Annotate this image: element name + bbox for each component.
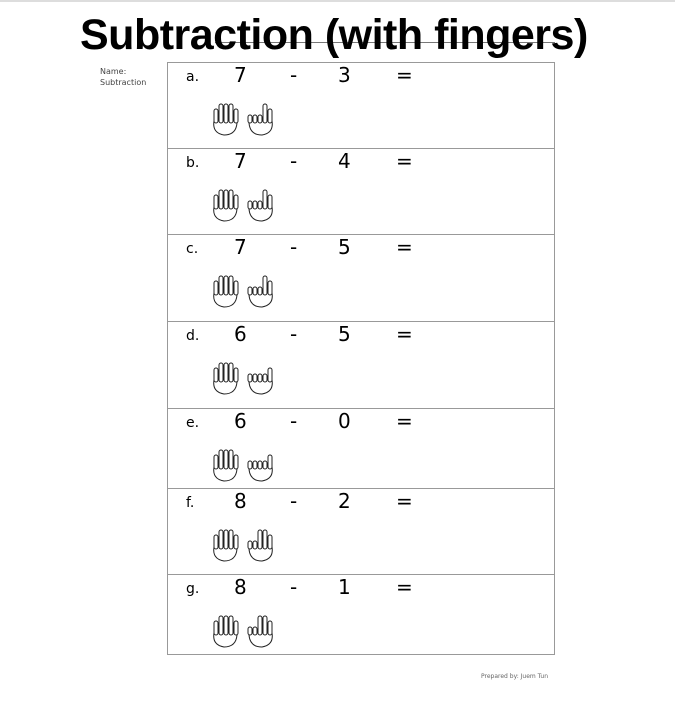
minus-sign: -	[290, 63, 298, 87]
minuend: 8	[234, 575, 247, 599]
minus-sign: -	[290, 575, 298, 599]
equals-sign: =	[396, 63, 413, 87]
minuend: 8	[234, 489, 247, 513]
page-title: Subtraction (with fingers)	[80, 11, 588, 59]
problem-row: d. 6 - 5 =	[168, 322, 554, 409]
problem-row: g. 8 - 1 =	[168, 575, 554, 654]
problem-letter: b.	[186, 155, 200, 171]
subtrahend: 0	[338, 409, 351, 433]
minus-sign: -	[290, 322, 298, 346]
hands-icon	[213, 189, 273, 222]
problem-letter: d.	[186, 328, 200, 344]
problem-row: a. 7 - 3 =	[168, 63, 554, 149]
subtitle: Subtraction	[100, 78, 147, 87]
equals-sign: =	[396, 489, 413, 513]
subtrahend: 5	[338, 322, 351, 346]
minuend: 6	[234, 409, 247, 433]
hands-icon	[213, 362, 273, 395]
problem-letter: a.	[186, 69, 200, 85]
hands-icon	[213, 449, 273, 482]
name-line	[215, 42, 555, 43]
problem-row: e. 6 - 0 =	[168, 409, 554, 489]
problem-row: b. 7 - 4 =	[168, 149, 554, 235]
hands-icon	[213, 615, 273, 648]
minuend: 6	[234, 322, 247, 346]
hands-icon	[213, 103, 273, 136]
equals-sign: =	[396, 575, 413, 599]
minuend: 7	[234, 149, 247, 173]
problem-letter: c.	[186, 241, 199, 257]
subtrahend: 2	[338, 489, 351, 513]
equals-sign: =	[396, 149, 413, 173]
equals-sign: =	[396, 409, 413, 433]
problem-letter: g.	[186, 581, 200, 597]
problem-letter: f.	[186, 495, 195, 511]
subtrahend: 5	[338, 235, 351, 259]
hands-icon	[213, 275, 273, 308]
minus-sign: -	[290, 149, 298, 173]
equals-sign: =	[396, 322, 413, 346]
name-label: Name:	[100, 67, 127, 76]
subtrahend: 4	[338, 149, 351, 173]
subtrahend: 3	[338, 63, 351, 87]
problem-row: f. 8 - 2 =	[168, 489, 554, 575]
subtrahend: 1	[338, 575, 351, 599]
minuend: 7	[234, 63, 247, 87]
minus-sign: -	[290, 489, 298, 513]
problem-row: c. 7 - 5 =	[168, 235, 554, 322]
worksheet: a. 7 - 3 = b. 7 - 4 = c. 7 - 5 = d. 6 - 5 = e. 6 - 0 = f. 8 - 2 = g. 8 -…	[167, 62, 555, 655]
minus-sign: -	[290, 235, 298, 259]
hands-icon	[213, 529, 273, 562]
equals-sign: =	[396, 235, 413, 259]
top-border	[0, 0, 675, 2]
problem-letter: e.	[186, 415, 200, 431]
minus-sign: -	[290, 409, 298, 433]
footer: Prepared by: Juem Tun	[481, 673, 548, 680]
minuend: 7	[234, 235, 247, 259]
name-area: Name: Subtraction	[100, 66, 146, 88]
